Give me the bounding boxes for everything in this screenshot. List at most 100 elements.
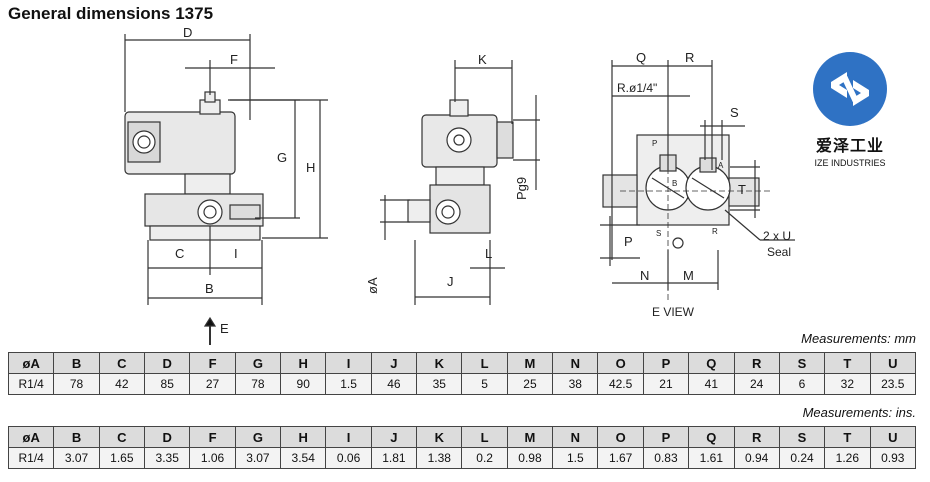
logo-english-name: IZE INDUSTRIES xyxy=(814,158,886,168)
dim-label-m: M xyxy=(683,268,694,283)
table-cell: 0.83 xyxy=(642,447,690,469)
port-label-a: A xyxy=(718,161,724,170)
column-header: S xyxy=(778,426,826,448)
column-header: F xyxy=(189,352,236,374)
table-cell: 78 xyxy=(53,373,100,395)
table-cell: 0.06 xyxy=(325,447,372,469)
column-header: G xyxy=(234,352,282,374)
column-header: P xyxy=(642,352,690,374)
dim-label-q: Q xyxy=(636,50,646,65)
table-cell: 1.67 xyxy=(597,447,644,469)
table-cell: R1/4 xyxy=(7,447,55,469)
column-header: L xyxy=(461,426,508,448)
dim-label-p: P xyxy=(624,234,633,249)
table-cell: 42.5 xyxy=(597,373,644,395)
dim-label-d: D xyxy=(183,25,192,40)
dim-label-u: 2 x U xyxy=(763,229,791,243)
column-header: J xyxy=(370,426,418,448)
column-header: R xyxy=(733,352,780,374)
column-header: N xyxy=(552,426,599,448)
table-cell: 27 xyxy=(189,373,236,395)
table-cell: 6 xyxy=(778,373,826,395)
dim-label-k: K xyxy=(478,52,487,67)
table-cell: 1.26 xyxy=(824,447,871,469)
column-header: T xyxy=(824,352,871,374)
column-header: R xyxy=(733,426,780,448)
mm-units-label: Measurements: mm xyxy=(801,331,916,346)
logo-chinese-name: 爱泽工业 xyxy=(815,136,884,155)
table-cell: 3.07 xyxy=(53,447,100,469)
column-header: O xyxy=(597,352,644,374)
logo-mark-icon xyxy=(813,52,887,126)
table-cell: 0.94 xyxy=(733,447,780,469)
table-cell: 3.07 xyxy=(234,447,282,469)
dim-label-g: G xyxy=(277,150,287,165)
seal-label: Seal xyxy=(767,245,791,259)
dim-label-t: T xyxy=(738,182,746,197)
table-cell: 23.5 xyxy=(869,373,917,395)
dim-label-h: H xyxy=(306,160,315,175)
column-header: K xyxy=(416,426,463,448)
column-header: G xyxy=(234,426,282,448)
table-cell: 1.65 xyxy=(98,447,146,469)
column-header: N xyxy=(552,352,599,374)
table-cell: 1.38 xyxy=(416,447,463,469)
table-cell: R1/4 xyxy=(7,373,55,395)
column-header: I xyxy=(325,352,372,374)
table-cell: 3.35 xyxy=(144,447,191,469)
view-arrow-label-e: E xyxy=(220,321,229,336)
page-title: General dimensions 1375 xyxy=(8,4,214,23)
column-header: P xyxy=(642,426,690,448)
table-cell: 1.61 xyxy=(688,447,735,469)
column-header: U xyxy=(869,352,917,374)
column-header: O xyxy=(597,426,644,448)
port-label-s: S xyxy=(656,229,661,238)
table-cell: 90 xyxy=(280,373,327,395)
table-cell: 85 xyxy=(144,373,191,395)
dim-label-s: S xyxy=(730,105,739,120)
dim-label-l: L xyxy=(485,246,492,261)
column-header: F xyxy=(189,426,236,448)
company-logo: 爱泽工业 IZE INDUSTRIES xyxy=(805,52,895,174)
column-header: øA xyxy=(7,352,55,374)
column-header: B xyxy=(53,352,100,374)
column-header: Q xyxy=(688,426,735,448)
column-header: M xyxy=(506,352,554,374)
dim-label-r: R xyxy=(685,50,694,65)
inches-units-label: Measurements: ins. xyxy=(802,405,916,420)
table-cell: 0.2 xyxy=(461,447,508,469)
table-cell: 1.5 xyxy=(552,447,599,469)
table-cell: 21 xyxy=(642,373,690,395)
table-cell: 0.98 xyxy=(506,447,554,469)
table-cell: 0.93 xyxy=(869,447,917,469)
column-header: U xyxy=(869,426,917,448)
table-cell: 32 xyxy=(824,373,871,395)
dim-label-n: N xyxy=(640,268,649,283)
table-cell: 5 xyxy=(461,373,508,395)
table-cell: 25 xyxy=(506,373,554,395)
column-header: C xyxy=(98,426,146,448)
column-header: K xyxy=(416,352,463,374)
column-header: øA xyxy=(7,426,55,448)
table-cell: 24 xyxy=(733,373,780,395)
column-header: M xyxy=(506,426,554,448)
table-cell: 3.54 xyxy=(280,447,327,469)
table-cell: 1.5 xyxy=(325,373,372,395)
table-cell: 42 xyxy=(98,373,146,395)
column-header: L xyxy=(461,352,508,374)
dim-label-b: B xyxy=(205,281,214,296)
column-header: D xyxy=(144,352,191,374)
column-header: H xyxy=(280,426,327,448)
column-header: B xyxy=(53,426,100,448)
table-cell: 1.81 xyxy=(370,447,418,469)
column-header: I xyxy=(325,426,372,448)
dim-label-f: F xyxy=(230,52,238,67)
column-header: C xyxy=(98,352,146,374)
column-header: H xyxy=(280,352,327,374)
